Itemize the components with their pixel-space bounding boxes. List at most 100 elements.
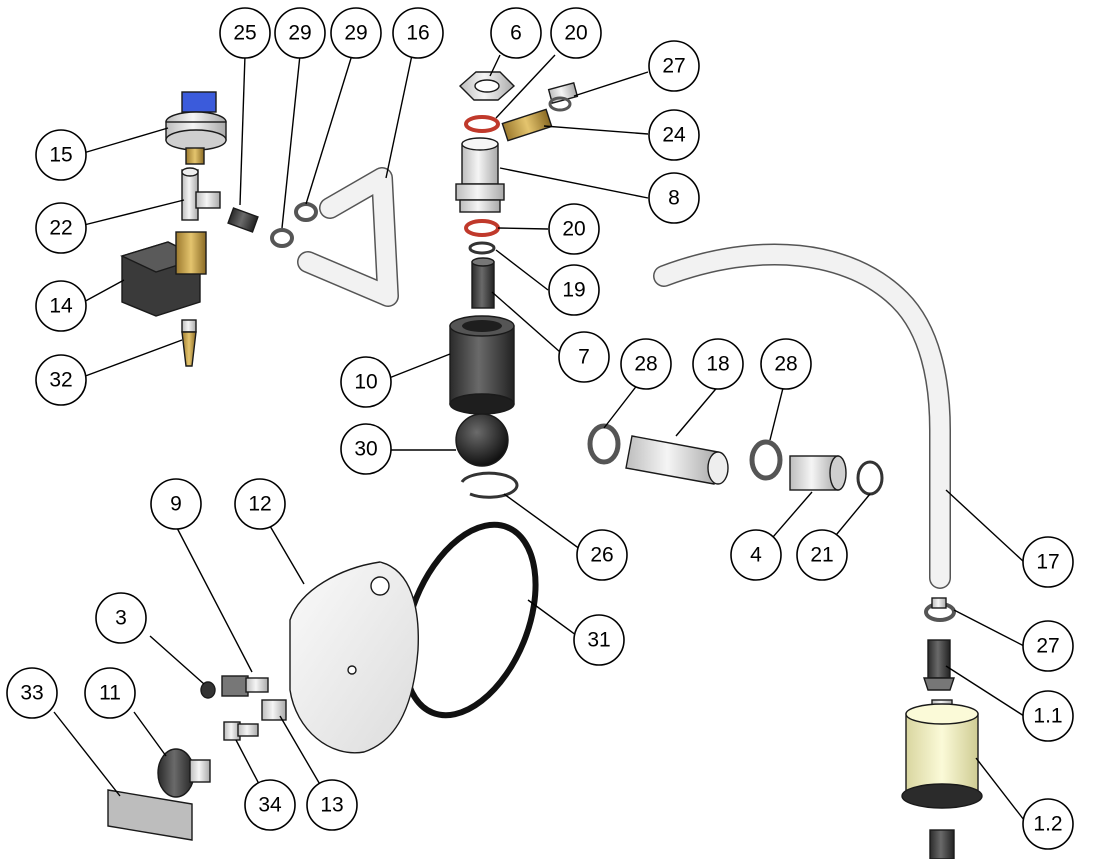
callout-25: 25 [219,7,271,59]
callout-12: 12 [234,478,286,530]
callout-17: 17 [1022,536,1074,588]
callout-14: 14 [35,280,87,332]
filter-1-2-part [901,699,983,859]
svg-text:7: 7 [578,346,590,369]
clamp-27-upper-part [547,82,579,112]
callout-30: 30 [340,423,392,475]
clamp-28-left-part [587,423,621,465]
svg-text:9: 9 [170,493,182,516]
callout-16: 16 [392,7,444,59]
svg-text:21: 21 [810,544,833,567]
fitting-25-part [227,207,259,233]
tee-fitting-part [181,167,221,221]
connector-4-part [789,455,847,491]
callout-18: 18 [692,338,744,390]
cylinder-8-part [455,137,505,213]
callout-10: 10 [340,356,392,408]
fitting-1-1-part [923,639,955,691]
svg-text:15: 15 [49,144,72,167]
svg-text:17: 17 [1036,551,1059,574]
svg-text:34: 34 [258,794,282,817]
svg-text:24: 24 [662,124,686,147]
callout-15: 15 [35,129,87,181]
callout-22: 22 [35,202,87,254]
screw-34-part [223,721,259,741]
long-tube-part [653,243,951,589]
callout-1-2: 1.2 [1022,798,1074,850]
callout-4: 4 [730,529,782,581]
callout-19: 19 [548,264,600,316]
gasket-31-part [401,521,539,719]
callout-34: 34 [244,779,296,831]
callout-28b: 28 [760,338,812,390]
svg-text:30: 30 [354,438,377,461]
svg-text:29: 29 [344,22,367,45]
callout-20a: 20 [550,7,602,59]
callout-28a: 28 [620,338,672,390]
svg-text:25: 25 [233,22,256,45]
svg-text:29: 29 [288,22,311,45]
callout-3: 3 [95,592,147,644]
sleeve-10-part [449,315,515,415]
callout-26: 26 [576,529,628,581]
push-button-11-part [157,748,211,798]
callout-6: 6 [490,7,542,59]
bent-tube-part [297,167,399,307]
parts-layer [107,71,983,859]
svg-text:14: 14 [49,295,73,318]
svg-text:32: 32 [49,369,72,392]
svg-text:1.2: 1.2 [1033,813,1062,836]
brass-fitting-part [501,108,553,142]
callout-32: 32 [35,354,87,406]
snap-ring-26-part [460,471,519,499]
callout-11: 11 [84,667,136,719]
svg-text:19: 19 [562,279,585,302]
callout-27a: 27 [648,40,700,92]
callout-27b: 27 [1022,620,1074,672]
callout-21: 21 [796,529,848,581]
callout-29a: 29 [274,7,326,59]
clamp-28-right-part [749,439,783,481]
svg-text:20: 20 [564,22,587,45]
svg-text:22: 22 [49,217,72,240]
callout-13: 13 [306,779,358,831]
nut-part [458,71,516,101]
seal-20-lower-part [464,219,500,237]
knob-9-part [221,675,269,697]
clamp-27-lower-part [924,597,956,622]
svg-text:31: 31 [587,629,610,652]
svg-text:13: 13 [320,794,343,817]
solenoid-valve-part [120,231,207,317]
ball-30-part [455,413,509,467]
svg-text:11: 11 [99,682,121,705]
callout-31: 31 [573,614,625,666]
svg-text:33: 33 [20,682,43,705]
svg-text:26: 26 [590,544,613,567]
callout-9: 9 [150,478,202,530]
svg-text:1.1: 1.1 [1033,705,1062,728]
callout-7: 7 [558,331,610,383]
o-ring-19-part [468,241,496,255]
svg-text:28: 28 [774,353,797,376]
brass-nozzle-part [181,319,197,367]
svg-text:10: 10 [354,371,377,394]
svg-text:20: 20 [562,218,585,241]
washer-3-part [200,681,216,699]
label-plate-33-part [107,789,193,841]
bushing-13-part [261,699,287,721]
callouts-layer: 25 29 29 16 6 20 27 15 24 8 22 20 19 14 … [6,7,1074,850]
callout-24: 24 [648,109,700,161]
svg-text:12: 12 [248,493,271,516]
callout-33: 33 [6,667,58,719]
callout-20b: 20 [548,203,600,255]
callout-29b: 29 [330,7,382,59]
pressure-switch-part [165,91,227,165]
svg-text:4: 4 [750,544,762,567]
svg-text:28: 28 [634,353,657,376]
svg-text:3: 3 [115,607,127,630]
svg-text:27: 27 [662,55,685,78]
svg-text:6: 6 [510,22,522,45]
leader-lines [53,54,1025,821]
seal-20-upper-part [464,115,500,133]
